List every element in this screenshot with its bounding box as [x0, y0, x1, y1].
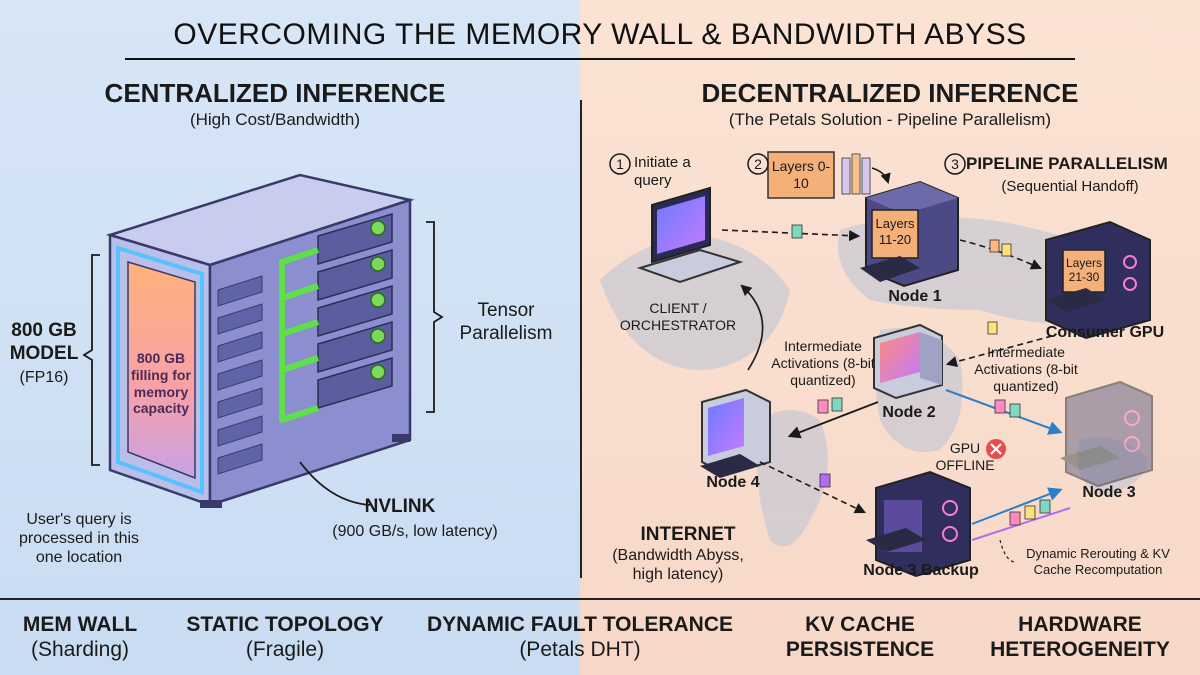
node1-label: Node 1 — [888, 288, 942, 305]
model-precision-label: (FP16) — [19, 369, 69, 386]
node-4-pc — [700, 388, 771, 478]
bottom-item-mem-wall: MEM WALL (Sharding) — [0, 612, 160, 662]
arrow-consumer-node2 — [945, 335, 1053, 368]
page-title: OVERCOMING THE MEMORY WALL & BANDWIDTH A… — [173, 18, 1027, 51]
bottom-item-sub: (Sharding) — [30, 638, 130, 662]
tensor-brace — [426, 221, 444, 413]
step3-number: 3 — [951, 156, 959, 172]
bottom-item-title: DYNAMIC FAULT TOLERANCE — [426, 613, 734, 636]
bottom-item-title: MEM WALL — [22, 613, 138, 636]
consumer-gpu-label: Consumer GPU — [1045, 324, 1165, 341]
left-subheading: (High Cost/Bandwidth) — [189, 110, 361, 129]
bottom-item-dynamic-fault-tolerance: DYNAMIC FAULT TOLERANCE (Petals DHT) — [410, 612, 750, 662]
right-subheading: (The Petals Solution - Pipeline Parallel… — [728, 110, 1052, 129]
nvlink-label: NVLINK — [364, 496, 436, 517]
query-location-note: User's query is processed in this one lo… — [18, 511, 140, 567]
section-divider — [580, 100, 582, 578]
left-heading: CENTRALIZED INFERENCE — [104, 78, 446, 108]
bottom-item-sub: (Fragile) — [245, 638, 325, 662]
node2-label: Node 2 — [882, 404, 936, 421]
layers-0-10-card — [767, 151, 871, 199]
node3-label: Node 3 — [1082, 484, 1136, 501]
arrow-backup-node3 — [971, 487, 1063, 525]
model-brace — [82, 254, 100, 466]
model-size-label: 800 GB MODEL — [9, 320, 79, 364]
bottom-item-static-topology: STATIC TOPOLOGY (Fragile) — [170, 612, 400, 662]
node4-label: Node 4 — [706, 474, 760, 491]
memory-fill-label: 800 GB filling for memory capacity — [131, 350, 191, 417]
consumer-layers: Layers 21-30 — [1065, 256, 1103, 285]
title-underline — [125, 58, 1075, 60]
bottom-item-kv-cache: KV CACHE PERSISTENCE — [760, 612, 960, 662]
bottom-item-title: KV CACHE — [805, 613, 915, 636]
bottom-item-title: STATIC TOPOLOGY — [186, 613, 384, 636]
step3-label: PIPELINE PARALLELISM — [966, 154, 1168, 173]
consumer-gpu-pc — [1045, 220, 1151, 340]
tensor-parallelism-label: Tensor Parallelism — [459, 300, 553, 344]
step3-circle — [944, 153, 966, 175]
reroute-line — [971, 507, 1071, 541]
server-rack — [105, 173, 415, 508]
arrow-node4-client — [740, 284, 764, 371]
internet-label: INTERNET — [640, 524, 736, 545]
arrow-client-node1 — [721, 229, 861, 242]
step2-number: 2 — [754, 156, 762, 172]
bottom-item-sub: HETEROGENEITY — [990, 638, 1170, 662]
arrow-node2-node4 — [787, 401, 879, 439]
nvlink-leader — [299, 461, 371, 506]
internet-sub-label: (Bandwidth Abyss, high latency) — [612, 547, 744, 584]
node3-backup-label: Node 3 Backup — [863, 562, 979, 579]
bottom-item-title: HARDWARE — [1018, 613, 1142, 636]
right-heading: DECENTRALIZED INFERENCE — [701, 78, 1079, 108]
node1-layers: Layers 11-20 — [875, 216, 915, 247]
step1-label: Initiate a query — [634, 154, 691, 189]
nvlink-sub-label: (900 GB/s, low latency) — [332, 523, 498, 540]
bottom-divider — [0, 598, 1200, 600]
arrow-node1-consumer — [959, 239, 1043, 270]
step2-layers: Layers 0-10 — [771, 158, 831, 191]
activations-right-label: Intermediate Activations (8-bit quantize… — [974, 344, 1078, 394]
reroute-label: Dynamic Rerouting & KV Cache Recomputati… — [1026, 546, 1170, 577]
bottom-item-hardware-heterogeneity: HARDWARE HETEROGENEITY — [970, 612, 1190, 662]
client-laptop — [636, 186, 744, 284]
data-packets — [791, 224, 1051, 526]
bottom-item-sub: PERSISTENCE — [785, 638, 935, 662]
activations-left-label: Intermediate Activations (8-bit quantize… — [771, 338, 875, 388]
node-2-pc — [873, 323, 943, 400]
step1-number: 1 — [616, 156, 624, 172]
gpu-offline-label: GPU OFFLINE — [935, 440, 995, 473]
step2-circle — [747, 153, 769, 175]
step1-circle — [609, 153, 631, 175]
client-label: CLIENT / ORCHESTRATOR — [619, 300, 737, 333]
node-3-pc — [1060, 380, 1153, 488]
node-1-pc — [860, 180, 959, 288]
step3-sub-label: (Sequential Handoff) — [1001, 178, 1139, 195]
node-3-backup-pc — [866, 470, 971, 578]
bottom-item-sub: (Petals DHT) — [519, 638, 641, 662]
